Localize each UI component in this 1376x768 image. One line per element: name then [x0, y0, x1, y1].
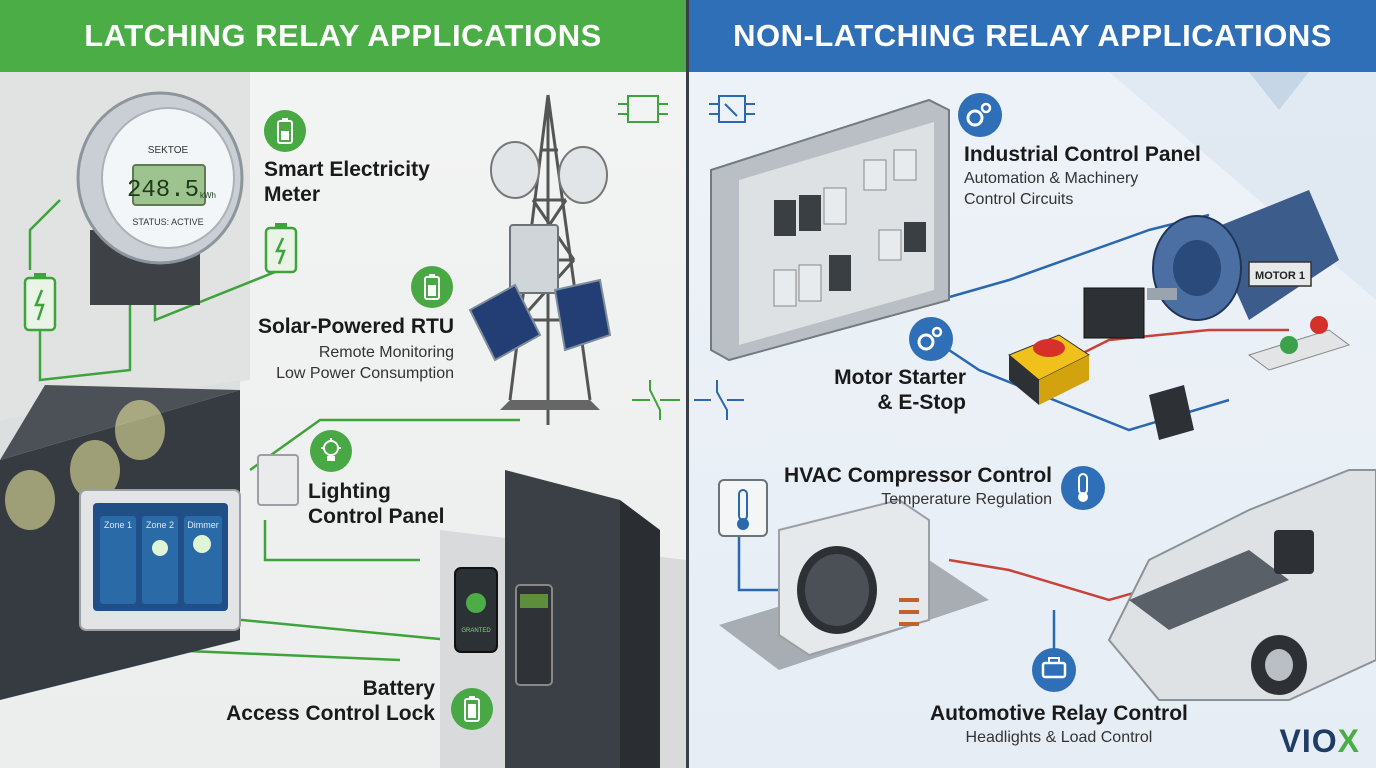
- latching-panel: LATCHING RELAY APPLICATIONS: [0, 0, 686, 768]
- relay-symbol-top: [618, 95, 668, 123]
- meter-reading: 248.5: [127, 177, 199, 204]
- lighting-room: [0, 385, 299, 700]
- hvac-thermometer-icon: [1061, 466, 1105, 510]
- meter-brand: SEKTOE: [148, 145, 189, 156]
- relay-symbol-mid-blue: [694, 380, 744, 420]
- motor-contactor: [1083, 287, 1145, 339]
- hvac-sub1: Temperature Regulation: [881, 491, 1052, 508]
- dimmer-zone-1: Zone 1: [104, 520, 132, 530]
- emergency-stop: [1008, 334, 1090, 405]
- access-door: [440, 470, 686, 768]
- automotive-label: Automotive Relay Control Headlights & Lo…: [930, 701, 1188, 748]
- viox-logo: VIOX: [1280, 723, 1360, 760]
- viox-logo-text: VIO: [1279, 723, 1338, 759]
- wall-battery-icon-1: [23, 273, 57, 332]
- relay-symbol-mid: [632, 380, 680, 420]
- panel-divider: [686, 0, 689, 768]
- wall-battery-icon-2: [264, 223, 298, 274]
- solar-rtu-title: Solar-Powered RTU: [257, 315, 454, 338]
- smart-meter-battery-icon: [264, 110, 306, 152]
- industrial-panel-sub1: Automation & Machinery: [964, 170, 1139, 187]
- automotive-sub1: Headlights & Load Control: [965, 729, 1153, 746]
- relay-symbol-top-blue: [709, 95, 755, 123]
- smart-meter: [76, 91, 244, 305]
- lighting-title-line1: Lighting: [308, 480, 391, 503]
- hvac-unit: [719, 498, 989, 670]
- lightbulb-icon: [310, 430, 352, 472]
- non-latching-panel: NON-LATCHING RELAY APPLICATIONS: [689, 0, 1376, 768]
- industrial-panel-title: Industrial Control Panel: [964, 143, 1201, 166]
- lighting-title-line2: Control Panel: [308, 505, 445, 528]
- motor-starter-title-line1: Motor Starter: [834, 366, 966, 389]
- industrial-panel-label: Industrial Control Panel Automation & Ma…: [964, 142, 1201, 210]
- latching-illustration: SEKTOE 248.5 kWh STATUS: ACTIVE: [0, 72, 686, 768]
- meter-unit: kWh: [200, 191, 216, 200]
- car: [1107, 469, 1376, 701]
- smart-meter-label: Smart Electricity Meter: [264, 157, 430, 207]
- hvac-title: HVAC Compressor Control: [784, 464, 1052, 487]
- lock-battery-icon: [451, 688, 493, 730]
- hvac-label: HVAC Compressor Control Temperature Regu…: [784, 463, 1052, 510]
- motor-gears-icon: [909, 317, 953, 361]
- access-lock-title-line1: Battery: [362, 677, 435, 700]
- meter-status: STATUS: ACTIVE: [132, 217, 203, 227]
- thermostat: [718, 479, 768, 537]
- viox-logo-x: X: [1337, 723, 1360, 759]
- access-lock-title-line2: Access Control Lock: [226, 702, 435, 725]
- telecom-tower: [468, 94, 612, 425]
- electric-motor: [1147, 190, 1339, 321]
- solar-rtu-sub2: Low Power Consumption: [276, 365, 454, 382]
- motor-nameplate: MOTOR 1: [1255, 270, 1305, 282]
- lighting-control-label: Lighting Control Panel: [308, 479, 445, 529]
- disconnect-switch: [1149, 385, 1194, 440]
- automotive-title: Automotive Relay Control: [930, 702, 1188, 725]
- solar-rtu-label: Solar-Powered RTU Remote Monitoring Low …: [258, 314, 454, 384]
- rtu-battery-icon: [411, 266, 453, 308]
- latching-header: LATCHING RELAY APPLICATIONS: [0, 0, 686, 72]
- smart-meter-title-line1: Smart Electricity: [264, 158, 430, 181]
- solar-rtu-sub1: Remote Monitoring: [318, 344, 454, 361]
- access-lock-label: Battery Access Control Lock: [226, 676, 435, 726]
- smart-meter-title-line2: Meter: [264, 183, 321, 206]
- non-latching-header-title: NON-LATCHING RELAY APPLICATIONS: [733, 18, 1332, 53]
- dimmer-zone-2: Zone 2: [146, 520, 174, 530]
- engine-icon: [1032, 648, 1076, 692]
- industrial-gears-icon: [958, 93, 1002, 137]
- pushbutton-station: [1247, 316, 1351, 371]
- lock-screen-text: GRANTED: [461, 628, 491, 634]
- non-latching-header: NON-LATCHING RELAY APPLICATIONS: [689, 0, 1376, 72]
- motor-starter-title-line2: & E-Stop: [877, 391, 966, 414]
- latching-header-title: LATCHING RELAY APPLICATIONS: [84, 18, 602, 53]
- dimmer-zone-3: Dimmer: [187, 520, 219, 530]
- industrial-panel-sub2: Control Circuits: [964, 191, 1074, 208]
- motor-starter-label: Motor Starter & E-Stop: [834, 365, 966, 415]
- industrial-cabinet: [710, 98, 950, 362]
- non-latching-illustration: MOTOR 1: [694, 72, 1376, 701]
